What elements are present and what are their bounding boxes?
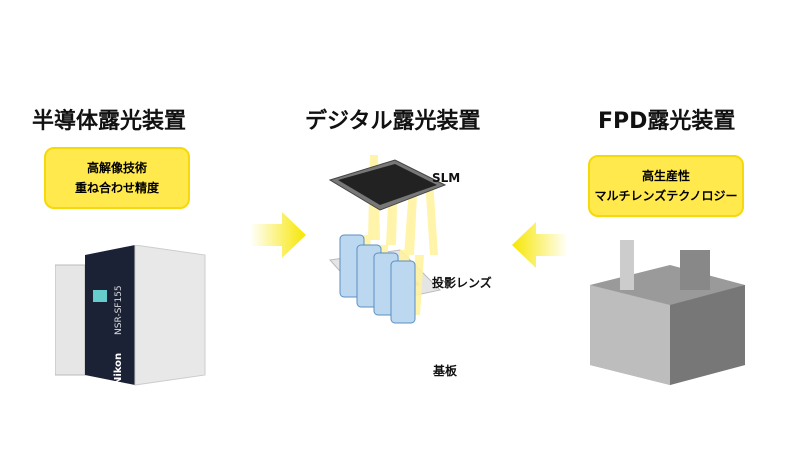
svg-text:NSR-SF155: NSR-SF155 [114,285,124,335]
substrate-label: 基板 [433,364,458,378]
right-title: FPD露光装置 [598,109,736,134]
lens-label: 投影レンズ [432,276,492,290]
left-arrow-icon [512,222,568,268]
digital-exposure-diagram [328,155,447,324]
semiconductor-machine-image: NSR-SF155 Nikon [55,245,206,386]
feature: 高生産性 [641,169,690,183]
right-arrow-icon [250,212,306,258]
left-title: 半導体露光装置 [32,109,187,134]
feature: 重ね合わせ精度 [74,181,159,195]
left-feature-box: 高解像技術 重ね合わせ精度 [44,147,190,209]
center-title: デジタル露光装置 [305,109,481,134]
right-feature-box: 高生産性 マルチレンズテクノロジー [588,155,744,217]
feature: マルチレンズテクノロジー [594,189,738,203]
feature: 高解像技術 [86,161,147,175]
fpd-machine-image [590,240,745,385]
svg-text:Nikon: Nikon [113,353,124,385]
slm-label: SLM [432,171,461,185]
